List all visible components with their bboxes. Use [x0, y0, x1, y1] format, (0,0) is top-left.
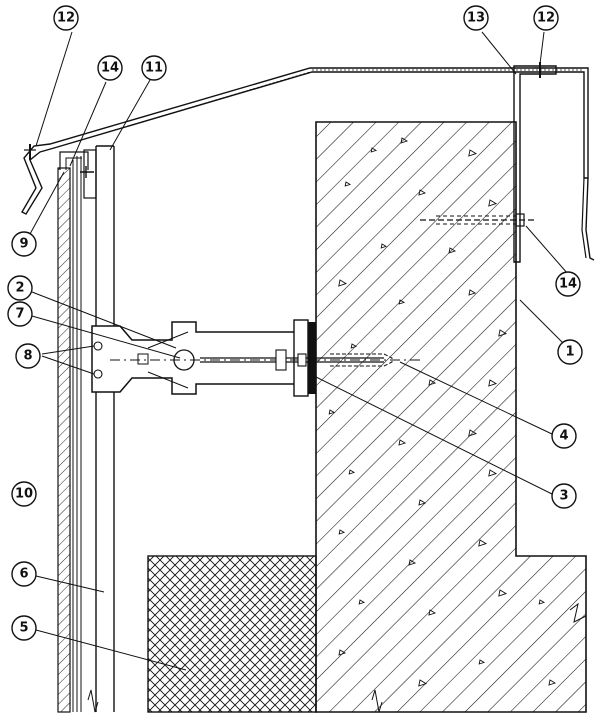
aggregate-mark: [338, 529, 346, 535]
rivet-right: [534, 62, 546, 78]
aggregate-mark: [380, 243, 388, 249]
cladding-panel: [57, 156, 82, 713]
rivet-left: [24, 144, 36, 160]
callout-3: 3: [551, 483, 577, 509]
bolt-hole-lower: [93, 369, 103, 379]
callout-label: 11: [145, 61, 163, 76]
aggregate-mark: [344, 181, 352, 187]
aggregate-mark: [468, 429, 478, 437]
aggregate-mark: [418, 679, 428, 687]
aggregate-mark: [428, 609, 437, 616]
aggregate-mark: [418, 499, 427, 506]
callout-1: 1: [557, 339, 583, 365]
leader-lines: [29, 31, 571, 671]
aggregate-mark: [498, 589, 508, 597]
callout-12-right: 12: [533, 5, 559, 31]
concrete-wall: [315, 121, 587, 713]
aggregate-mark: [468, 149, 478, 157]
aggregate-mark: [418, 189, 427, 196]
insulation-block: [147, 555, 317, 713]
callout-label: 4: [559, 429, 568, 444]
aggregate-mark: [428, 379, 437, 386]
aggregate-mark: [478, 539, 488, 547]
aggregate-mark: [338, 279, 348, 287]
aggregate-mark: [398, 439, 407, 446]
aggregate-mark: [400, 137, 409, 144]
callout-14-right: 14: [555, 271, 581, 297]
break-marks: [87, 602, 587, 713]
callout-label: 10: [15, 487, 33, 502]
callout-6: 6: [11, 561, 37, 587]
callout-12-left: 12: [53, 5, 79, 31]
callout-11: 11: [141, 55, 167, 81]
aggregate-mark: [548, 679, 557, 686]
aggregate-mark: [488, 469, 498, 477]
expansion-anchor: [110, 349, 420, 371]
aggregate-mark: [398, 299, 406, 305]
aggregate-mark: [408, 559, 417, 566]
callout-label: 7: [15, 307, 24, 322]
concrete-aggregate-marks: [328, 137, 557, 687]
callout-label: 2: [15, 281, 24, 296]
bracket-assembly: [91, 319, 316, 397]
aggregate-mark: [488, 199, 498, 207]
aggregate-mark: [348, 469, 356, 475]
aggregate-mark: [468, 289, 477, 296]
aggregate-mark: [478, 659, 486, 665]
aggregate-mark: [538, 599, 546, 605]
callout-2: 2: [7, 275, 33, 301]
callout-label: 1: [565, 345, 574, 360]
coping-cap: [21, 67, 595, 261]
callout-label: 14: [559, 277, 577, 292]
vertical-keel: [83, 145, 115, 712]
callout-4: 4: [551, 423, 577, 449]
callout-7: 7: [7, 301, 33, 327]
callout-9: 9: [11, 231, 37, 257]
support-angle: [513, 65, 557, 263]
callout-label: 9: [19, 237, 28, 252]
callout-label: 6: [19, 567, 28, 582]
aggregate-mark: [448, 247, 457, 254]
callout-label: 8: [23, 349, 32, 364]
callout-label: 14: [101, 61, 119, 76]
anchor-bolt-top: [420, 213, 534, 227]
aggregate-mark: [370, 147, 378, 153]
aggregate-mark: [358, 599, 366, 605]
aggregate-mark: [350, 343, 358, 349]
aggregate-mark: [328, 409, 336, 415]
callout-8: 8: [15, 343, 41, 369]
top-clip: [59, 151, 94, 178]
bolt-hole-upper: [93, 341, 103, 351]
aggregate-mark: [498, 329, 508, 337]
callout-label: 12: [57, 11, 75, 26]
callout-label: 13: [467, 11, 485, 26]
callout-10: 10: [11, 481, 37, 507]
callout-label: 12: [537, 11, 555, 26]
callout-14-left: 14: [97, 55, 123, 81]
callout-label: 3: [559, 489, 568, 504]
aggregate-mark: [488, 379, 498, 387]
aggregate-mark: [338, 649, 347, 656]
callout-13: 13: [463, 5, 489, 31]
callout-label: 5: [19, 621, 28, 636]
callout-5: 5: [11, 615, 37, 641]
